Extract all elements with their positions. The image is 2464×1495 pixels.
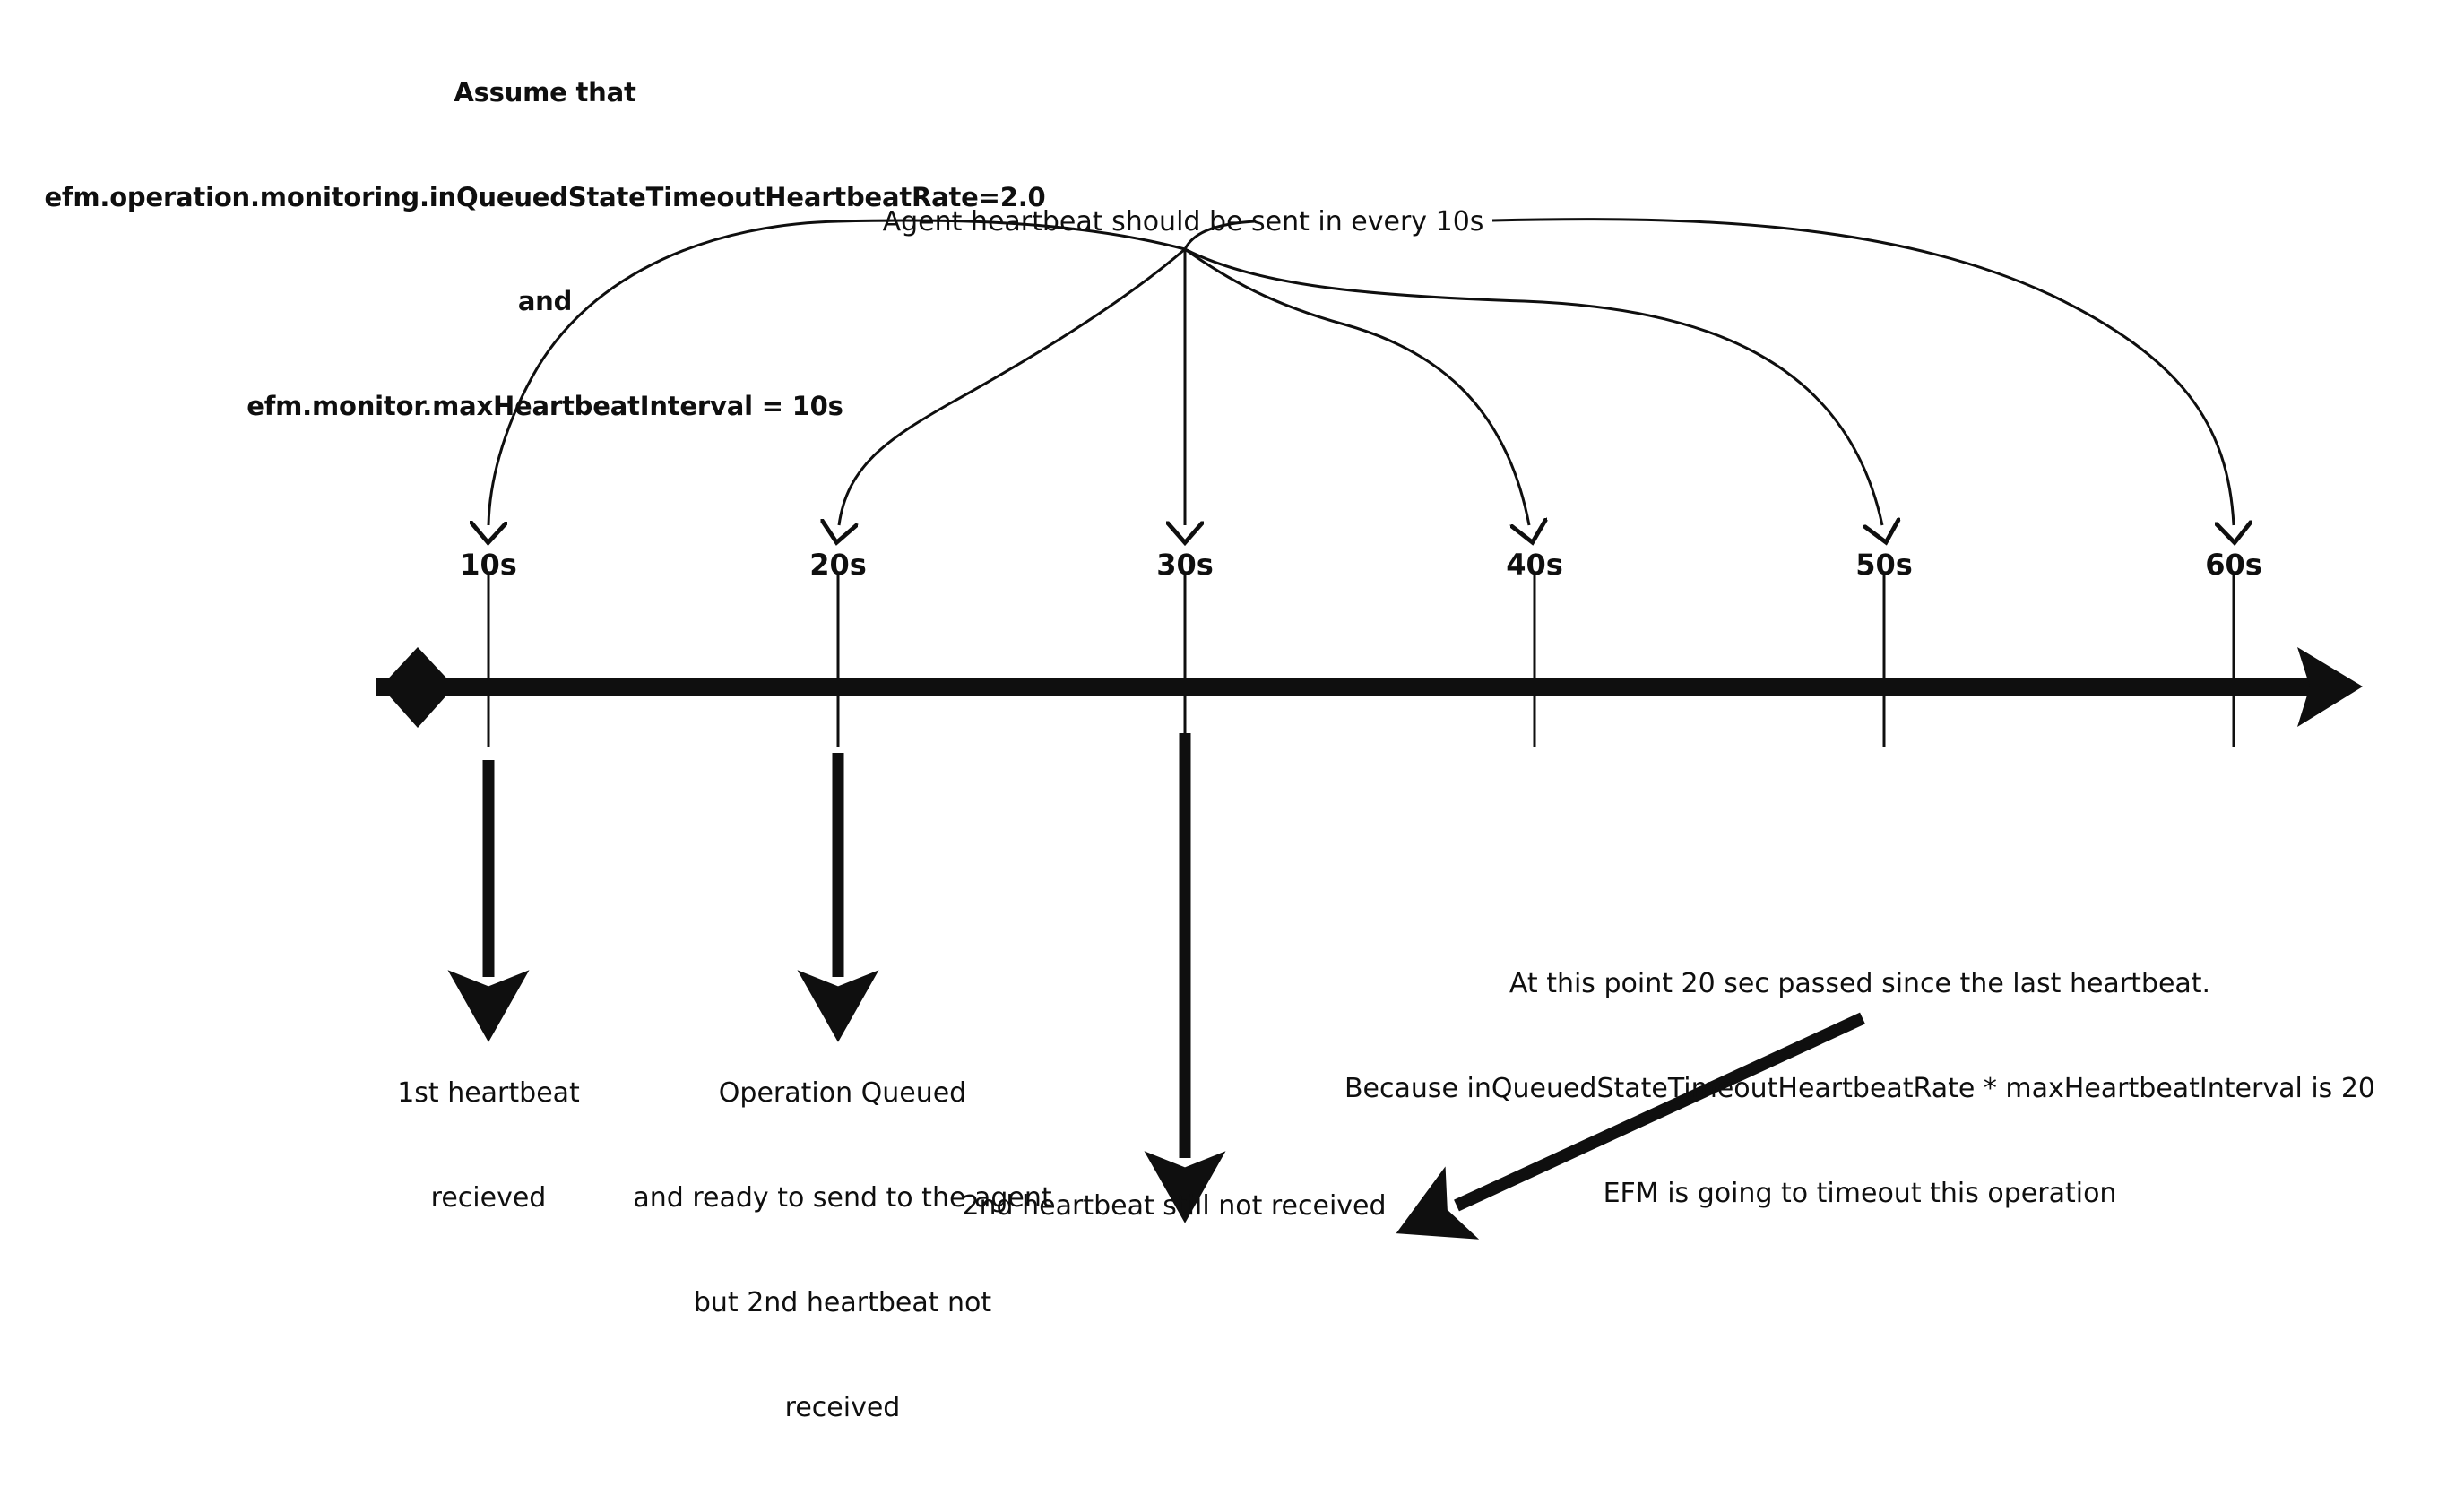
curve-arrow-to-40s — [1184, 247, 1529, 525]
note-operation-queued-line-1: and ready to send to the agent — [633, 1182, 1052, 1214]
timeline-start-diamond — [381, 647, 454, 728]
tick-label-20s: 20s — [809, 548, 867, 582]
assumption-block: Assume that efm.operation.monitoring.inQ… — [0, 7, 1090, 493]
note-operation-queued: Operation Queued and ready to send to th… — [618, 1006, 1067, 1495]
curve-arrow-to-50s — [1184, 247, 1882, 525]
note-first-heartbeat-line-0: 1st heartbeat — [397, 1077, 580, 1109]
assumption-line-2: and — [517, 286, 573, 317]
timeline-diagram-canvas: Assume that efm.operation.monitoring.inQ… — [0, 7, 2438, 1423]
tick-label-60s: 60s — [2205, 548, 2262, 582]
tick-label-10s: 10s — [460, 548, 517, 582]
timeline-end-arrowhead — [2297, 647, 2363, 727]
tick-label-50s: 50s — [1855, 548, 1913, 582]
tick-label-40s: 40s — [1506, 548, 1563, 582]
note-operation-queued-line-0: Operation Queued — [718, 1077, 967, 1109]
curve-arrow-to-60s — [1491, 218, 2234, 525]
note-second-heartbeat: 2nd heartbeat still not received — [962, 1190, 1387, 1222]
note-timeout-explanation-line-0: At this point 20 sec passed since the la… — [1509, 968, 2211, 999]
assumption-line-1: efm.operation.monitoring.inQueuedStateTi… — [44, 181, 1046, 212]
note-operation-queued-line-3: received — [784, 1392, 901, 1423]
tick-label-30s: 30s — [1156, 548, 1214, 582]
assumption-line-0: Assume that — [454, 77, 636, 108]
note-timeout-explanation-line-2: EFM is going to timeout this operation — [1603, 1178, 2117, 1209]
assumption-line-3: efm.monitor.maxHeartbeatInterval = 10s — [246, 391, 843, 422]
note-first-heartbeat: 1st heartbeat recieved — [341, 1006, 636, 1285]
note-timeout-explanation-line-1: Because inQueuedStateTimeoutHeartbeatRat… — [1344, 1073, 2376, 1104]
note-timeout-explanation: At this point 20 sec passed since the la… — [1282, 896, 2438, 1281]
note-first-heartbeat-line-1: recieved — [430, 1182, 547, 1214]
agent-heartbeat-note: Agent heartbeat should be sent in every … — [882, 206, 1484, 238]
